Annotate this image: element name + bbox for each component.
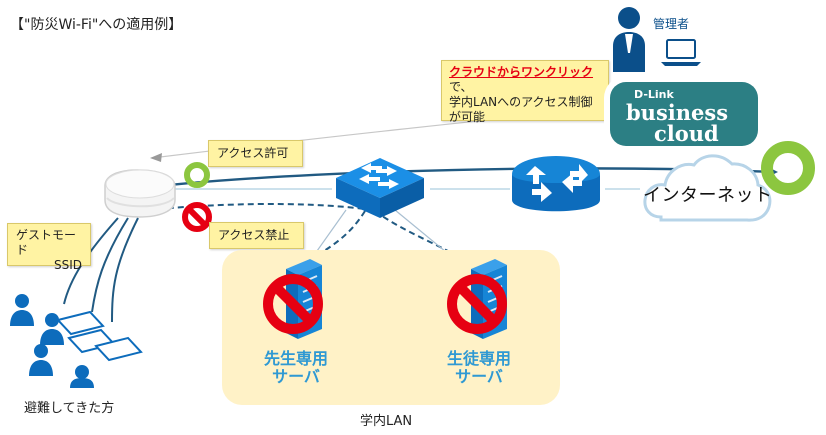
- allowed-marker-on-access-point: [182, 160, 212, 190]
- page-title: 【"防災Wi-Fi"への適用例】: [10, 17, 183, 33]
- cloud-icon: [643, 154, 772, 222]
- person-icon: [10, 294, 34, 326]
- one-click-suffix: で、: [449, 80, 473, 94]
- internet-label: インターネット: [643, 185, 773, 206]
- brand-bottom-text: cloud: [654, 121, 719, 146]
- evacuees-label: 避難してきた方: [24, 401, 115, 416]
- access-denied-note: アクセス禁止: [209, 222, 304, 249]
- student-server-blocked: [444, 271, 510, 337]
- access-allowed-note: アクセス許可: [208, 140, 303, 167]
- teacher-server-label: 先生専用 サーバ: [255, 350, 337, 386]
- person-icon: [70, 365, 94, 388]
- cloud-control-note-line1: クラウドからワンクリックで、: [449, 65, 601, 95]
- no-access-icon: [447, 274, 507, 334]
- tablet-icon: [56, 310, 105, 336]
- guest-mode-line2: SSID: [53, 258, 82, 272]
- cloud-control-note-line3: が可能: [449, 110, 486, 124]
- no-access-icon: [263, 274, 323, 334]
- no-access-icon: [182, 202, 212, 232]
- client-connection-right: [111, 217, 139, 323]
- wireless-access-point-icon: [104, 169, 176, 218]
- guest-mode-line1: ゲストモード: [16, 228, 77, 257]
- administrator-group: 管理者: [604, 4, 712, 84]
- business-cloud-logo: D-Link business cloud: [610, 82, 758, 146]
- router-icon: [512, 156, 600, 212]
- brand-top-text: D-Link: [634, 88, 674, 101]
- laptop-icon: [661, 39, 701, 66]
- person-icon: [29, 344, 53, 376]
- allowed-ring-icon: [184, 162, 210, 188]
- client-connection-mid: [91, 217, 129, 313]
- teacher-server-blocked: [260, 271, 326, 337]
- admin-to-access-point-arrowhead: [150, 153, 162, 162]
- student-server-label-line1: 生徒専用: [446, 349, 511, 368]
- allowed-ring-icon: [761, 141, 815, 195]
- student-server-label-line2: サーバ: [455, 367, 503, 386]
- teacher-server-label-line2: サーバ: [272, 367, 320, 386]
- person-icon: [40, 313, 64, 345]
- network-switch-icon: [336, 158, 424, 218]
- campus-lan-label: 学内LAN: [360, 414, 413, 429]
- student-server-label: 生徒専用 サーバ: [438, 350, 520, 386]
- teacher-server-label-line1: 先生専用: [263, 349, 328, 368]
- tablet-icon: [94, 336, 143, 362]
- administrator-icon: [613, 7, 645, 72]
- administrator-label: 管理者: [653, 17, 690, 31]
- denied-marker-on-access-point: [180, 200, 214, 234]
- cloud-control-note: クラウドからワンクリックで、 学内LANへのアクセス制御 が可能: [441, 60, 609, 124]
- guest-mode-note: ゲストモード SSID: [7, 223, 91, 272]
- brand-mid-text: business: [626, 100, 729, 125]
- one-click-highlight: クラウドからワンクリック: [449, 65, 594, 79]
- cloud-control-note-line2: 学内LANへのアクセス制御: [449, 95, 593, 109]
- evacuee-group: [10, 294, 143, 388]
